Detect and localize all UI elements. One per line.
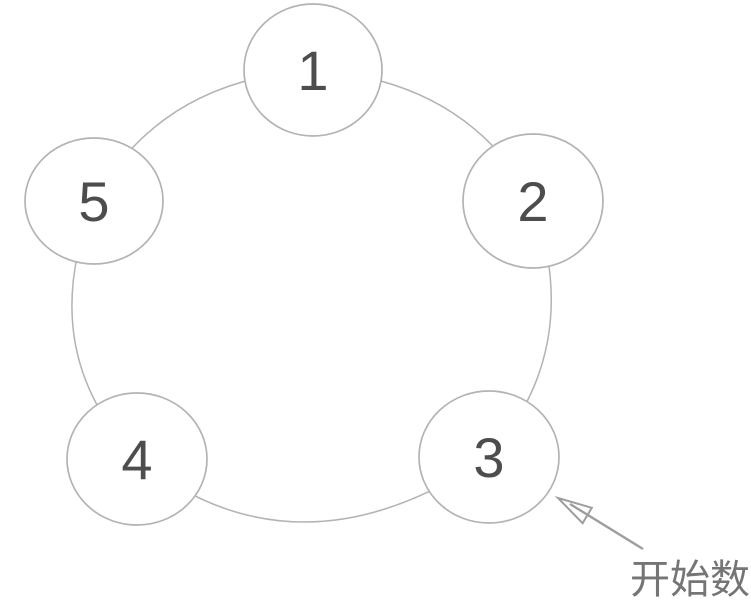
node-circle-3 <box>418 390 560 524</box>
node-number-5: 5 <box>78 170 109 233</box>
node-number-1: 1 <box>297 39 328 102</box>
start-label: 开始数 <box>630 558 750 602</box>
node-circle-2 <box>462 133 604 269</box>
node-circle-1 <box>243 3 383 137</box>
node-circle-4 <box>66 392 208 526</box>
node-circle-5 <box>24 137 164 265</box>
node-number-3: 3 <box>473 426 504 489</box>
start-arrow-head-icon <box>554 495 594 525</box>
node-number-2: 2 <box>517 170 548 233</box>
start-arrow-shaft <box>569 502 644 551</box>
node-number-4: 4 <box>121 428 152 491</box>
